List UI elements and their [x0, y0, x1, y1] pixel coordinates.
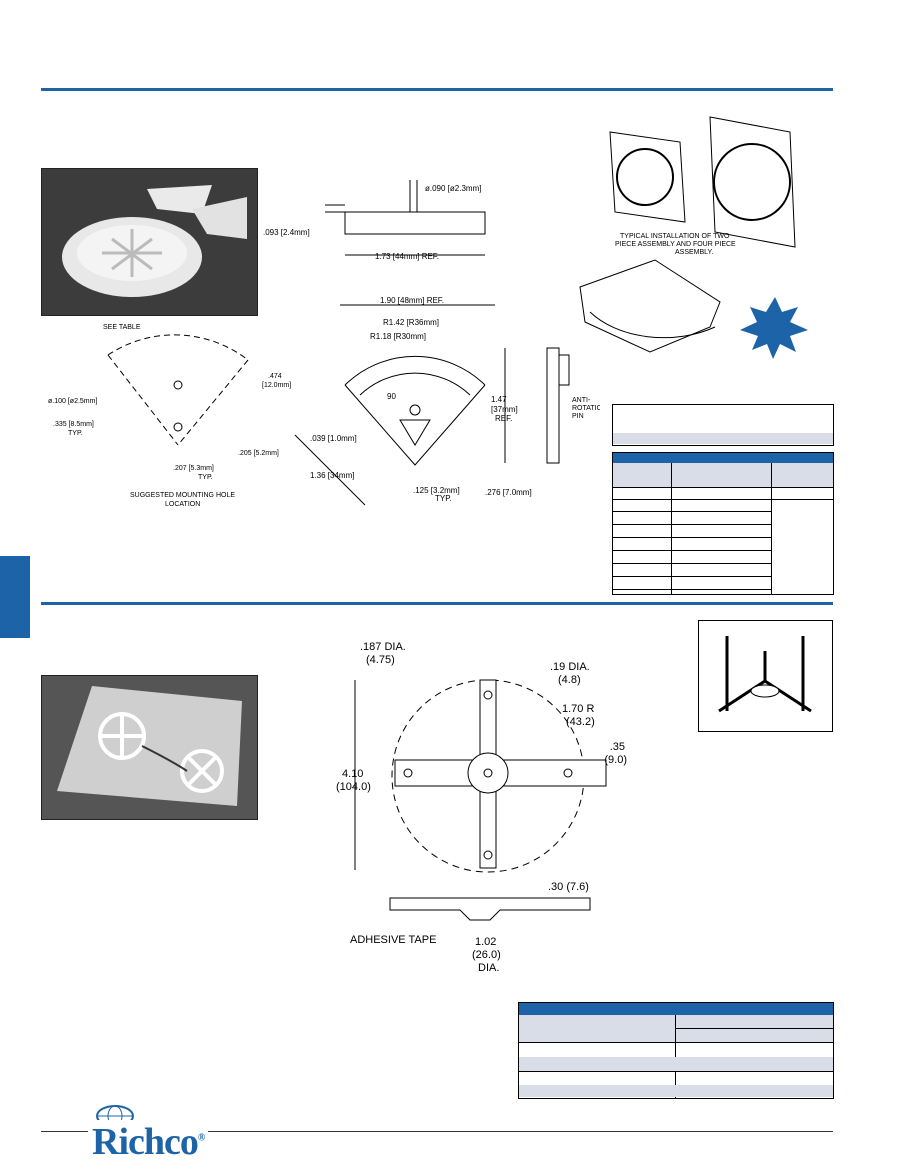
mount-d1: .335 [8.5mm] [53, 421, 94, 428]
section-rule-middle [41, 602, 833, 605]
anti-rotation-label-1: ANTI- [572, 397, 591, 404]
dim-rib: .039 [1.0mm] [310, 434, 357, 443]
dim-radius: 1.70 R [562, 703, 594, 715]
install-caption-2: PIECE ASSEMBLY AND FOUR PIECE [615, 241, 736, 248]
dim-side-depth: .276 [7.0mm] [485, 488, 532, 497]
mount-caption-1: SUGGESTED MOUNTING HOLE [130, 492, 235, 499]
registered-mark: ® [197, 1132, 206, 1144]
installation-illustration: TYPICAL INSTALLATION OF TWO PIECE ASSEMB… [579, 116, 808, 359]
install-caption-1: TYPICAL INSTALLATION OF TWO [620, 233, 730, 240]
spec-table-3 [518, 1002, 834, 1099]
dim-pin-dia: ø.090 [ø2.3mm] [425, 184, 481, 193]
anti-rotation-label-2: ROTATION [572, 405, 600, 412]
mount-caption-2: LOCATION [165, 501, 200, 508]
section-rule-top [41, 88, 833, 91]
dim-arm: .35 [610, 741, 625, 753]
product-photo-corner-clips [41, 168, 258, 316]
dim-front-typ: TYP. [435, 494, 452, 503]
spider-illustration-box [698, 620, 833, 732]
dim-arm-mm: (9.0) [604, 754, 627, 766]
dim-side-ref: REF. [495, 414, 512, 423]
starburst-badge [740, 297, 808, 359]
dim-height: 4.10 [342, 768, 363, 780]
mount-d1-typ: TYP. [68, 430, 83, 437]
top-view-drawing: ø.090 [ø2.3mm] .093 [2.4mm] 1.73 [44mm] … [263, 180, 486, 261]
anti-rotation-label-3: PIN [572, 413, 584, 420]
adhesive-tape-label: ADHESIVE TAPE [350, 934, 436, 946]
side-view-drawing: 1.47 [37mm] REF. .276 [7.0mm] ANTI- ROTA… [485, 347, 600, 497]
mounting-hole-drawing: SEE TABLE ø.100 [ø2.5mm] .335 [8.5mm] TY… [48, 324, 291, 508]
dim-base-dia: DIA. [478, 962, 499, 974]
install-caption-3: ASSEMBLY. [675, 249, 713, 256]
side-tab [0, 556, 30, 638]
dim-hole-dia-mm: (4.75) [366, 654, 395, 666]
dim-thickness: .093 [2.4mm] [263, 228, 310, 237]
brand-logo: Richco® [88, 1120, 209, 1164]
front-view-drawing: 1.90 [48mm] REF. R1.42 [R36mm] R1.18 [R3… [294, 296, 495, 506]
spider-clip-drawing: .187 DIA. (4.75) .19 DIA. (4.8) 1.70 R (… [336, 641, 627, 974]
spec-table-2 [612, 452, 834, 595]
footer-rule [41, 1131, 833, 1132]
dim-hole-dia: .187 DIA. [360, 641, 406, 653]
dim-inner-radius: R1.18 [R30mm] [370, 332, 426, 341]
dim-radius-mm: (43.2) [566, 716, 595, 728]
dim-width: 1.73 [44mm] REF. [375, 252, 439, 261]
mount-d4: .207 [5.3mm] [173, 465, 214, 472]
dim-angle: 90 [387, 392, 396, 401]
hole-dia: ø.100 [ø2.5mm] [48, 398, 97, 405]
spec-table-1 [612, 404, 834, 446]
mount-d4-typ: TYP. [198, 474, 213, 481]
dim-center-dia: .19 DIA. [550, 661, 590, 673]
dim-side: 1.36 [34mm] [310, 471, 354, 480]
mount-d3: .205 [5.2mm] [238, 450, 279, 457]
dim-side-height-mm: [37mm] [491, 405, 518, 414]
brand-logo-text: Richco [92, 1121, 199, 1163]
dim-center-dia-mm: (4.8) [558, 674, 581, 686]
dim-front-pin: .125 [3.2mm] [413, 486, 460, 495]
dim-thick: .30 (7.6) [548, 881, 589, 893]
product-photo-spider [41, 675, 258, 820]
dim-outer-radius: R1.42 [R36mm] [383, 318, 439, 327]
dim-side-height: 1.47 [491, 395, 507, 404]
dim-height-mm: (104.0) [336, 781, 371, 793]
dim-base: 1.02 [475, 936, 496, 948]
see-table-label: SEE TABLE [103, 324, 141, 331]
dim-base-mm: (26.0) [472, 949, 501, 961]
mount-d2: .474 [268, 373, 282, 380]
mount-d2-mm: [12.0mm] [262, 382, 291, 389]
dim-front-width: 1.90 [48mm] REF. [380, 296, 444, 305]
